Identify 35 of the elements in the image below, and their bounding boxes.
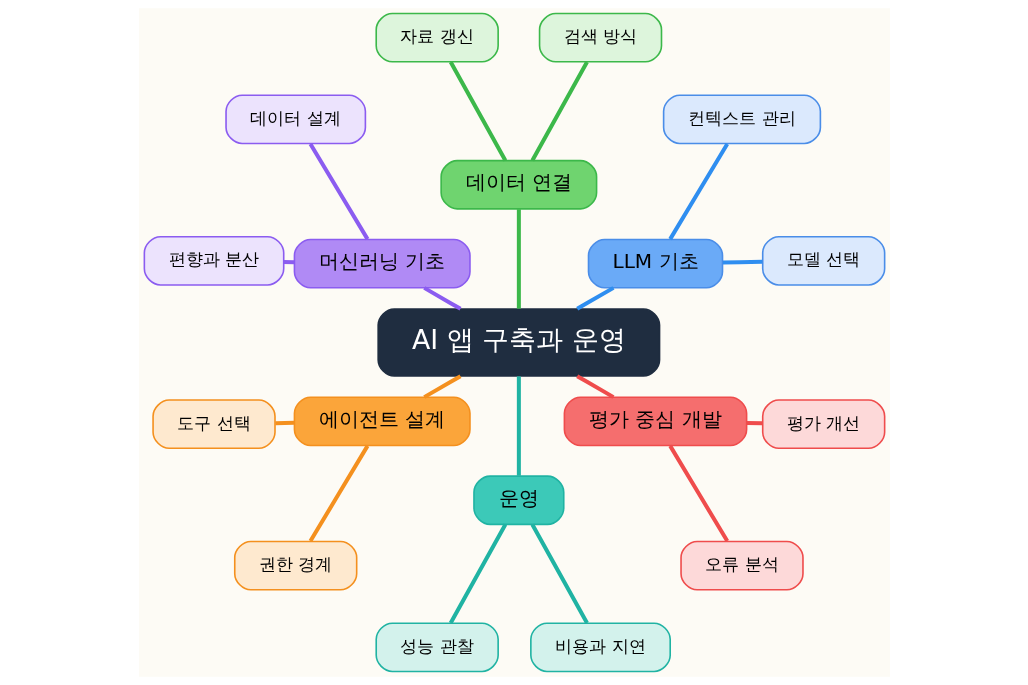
node-box: 도구 선택 (151, 399, 276, 450)
node-box: 모델 선택 (761, 235, 885, 286)
node-box: 컨텍스트 관리 (662, 94, 821, 145)
node-box: 비용과 지연 (529, 622, 671, 673)
connector (722, 259, 762, 265)
node-box: 자료 갱신 (374, 12, 499, 63)
connector (530, 61, 589, 162)
connector (667, 142, 729, 241)
connector (422, 374, 461, 399)
node-box: 권한 경계 (233, 540, 357, 591)
node-box: 오류 분석 (679, 540, 804, 591)
connector (516, 376, 521, 476)
connector (575, 286, 614, 311)
connector (308, 444, 369, 543)
connector (283, 259, 294, 265)
connector (746, 420, 763, 426)
connector (448, 61, 507, 162)
connector (530, 523, 589, 624)
node-box: AI 앱 구축과 운영 (376, 308, 660, 377)
node-box: 머신러닝 기초 (293, 238, 471, 289)
connector (274, 420, 294, 426)
connector (448, 523, 507, 624)
connector (516, 209, 521, 309)
node-box: 편향과 분산 (143, 235, 284, 286)
node-box: LLM 기초 (587, 238, 723, 289)
connector (308, 142, 369, 241)
node-box: 데이터 설계 (224, 94, 366, 145)
node-box: 운영 (472, 475, 565, 526)
node-box: 데이터 연결 (439, 159, 597, 210)
connector (667, 444, 729, 543)
node-box: 검색 방식 (538, 12, 662, 63)
node-box: 성능 관찰 (374, 622, 499, 673)
node-box: 평가 개선 (761, 399, 885, 450)
node-box: 에이전트 설계 (293, 396, 471, 447)
node-box: 평가 중심 개발 (563, 396, 747, 447)
